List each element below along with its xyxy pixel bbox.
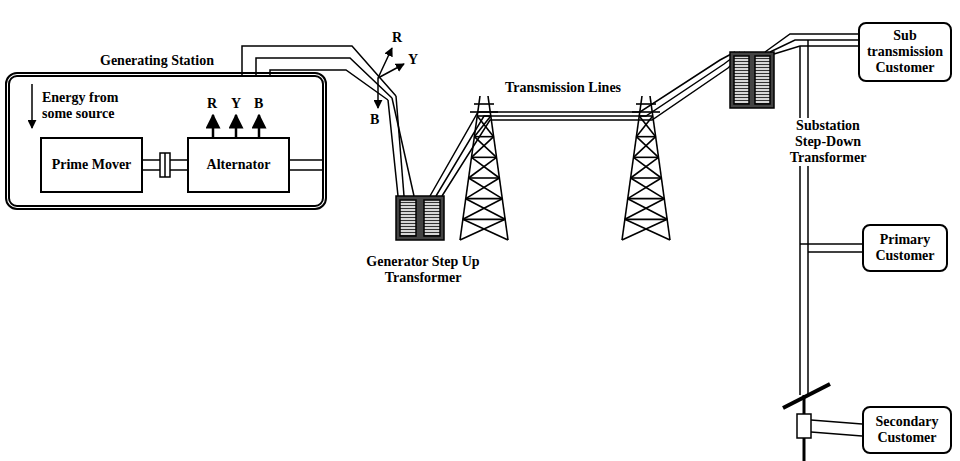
block-box: Sub transmission Customer [858,22,952,82]
phase-label: R [207,96,217,112]
block-box: Alternator [187,137,290,193]
box-label: Secondary Customer [870,414,944,446]
phase-label: B [370,112,379,128]
shaft-coupling [143,153,187,177]
box-label: Alternator [207,157,271,173]
transformer-label: Substation Step-Down Transformer [780,118,876,166]
station-heading: Generating Station [98,53,216,69]
phase-label: Y [231,96,241,112]
line-label: Transmission Lines [505,80,621,96]
block-box: Prime Mover [40,137,143,193]
block-box: Secondary Customer [862,406,952,454]
energy-label: Energy from some source [42,90,142,122]
phase-label: R [392,30,402,46]
phase-label: B [254,96,263,112]
transformer-label: Generator Step Up Transformer [362,254,484,286]
box-label: Prime Mover [52,157,132,173]
box-label: Primary Customer [870,232,940,264]
phase-label: Y [408,52,418,68]
box-label: Sub transmission Customer [866,28,944,76]
block-box: Primary Customer [862,224,948,272]
